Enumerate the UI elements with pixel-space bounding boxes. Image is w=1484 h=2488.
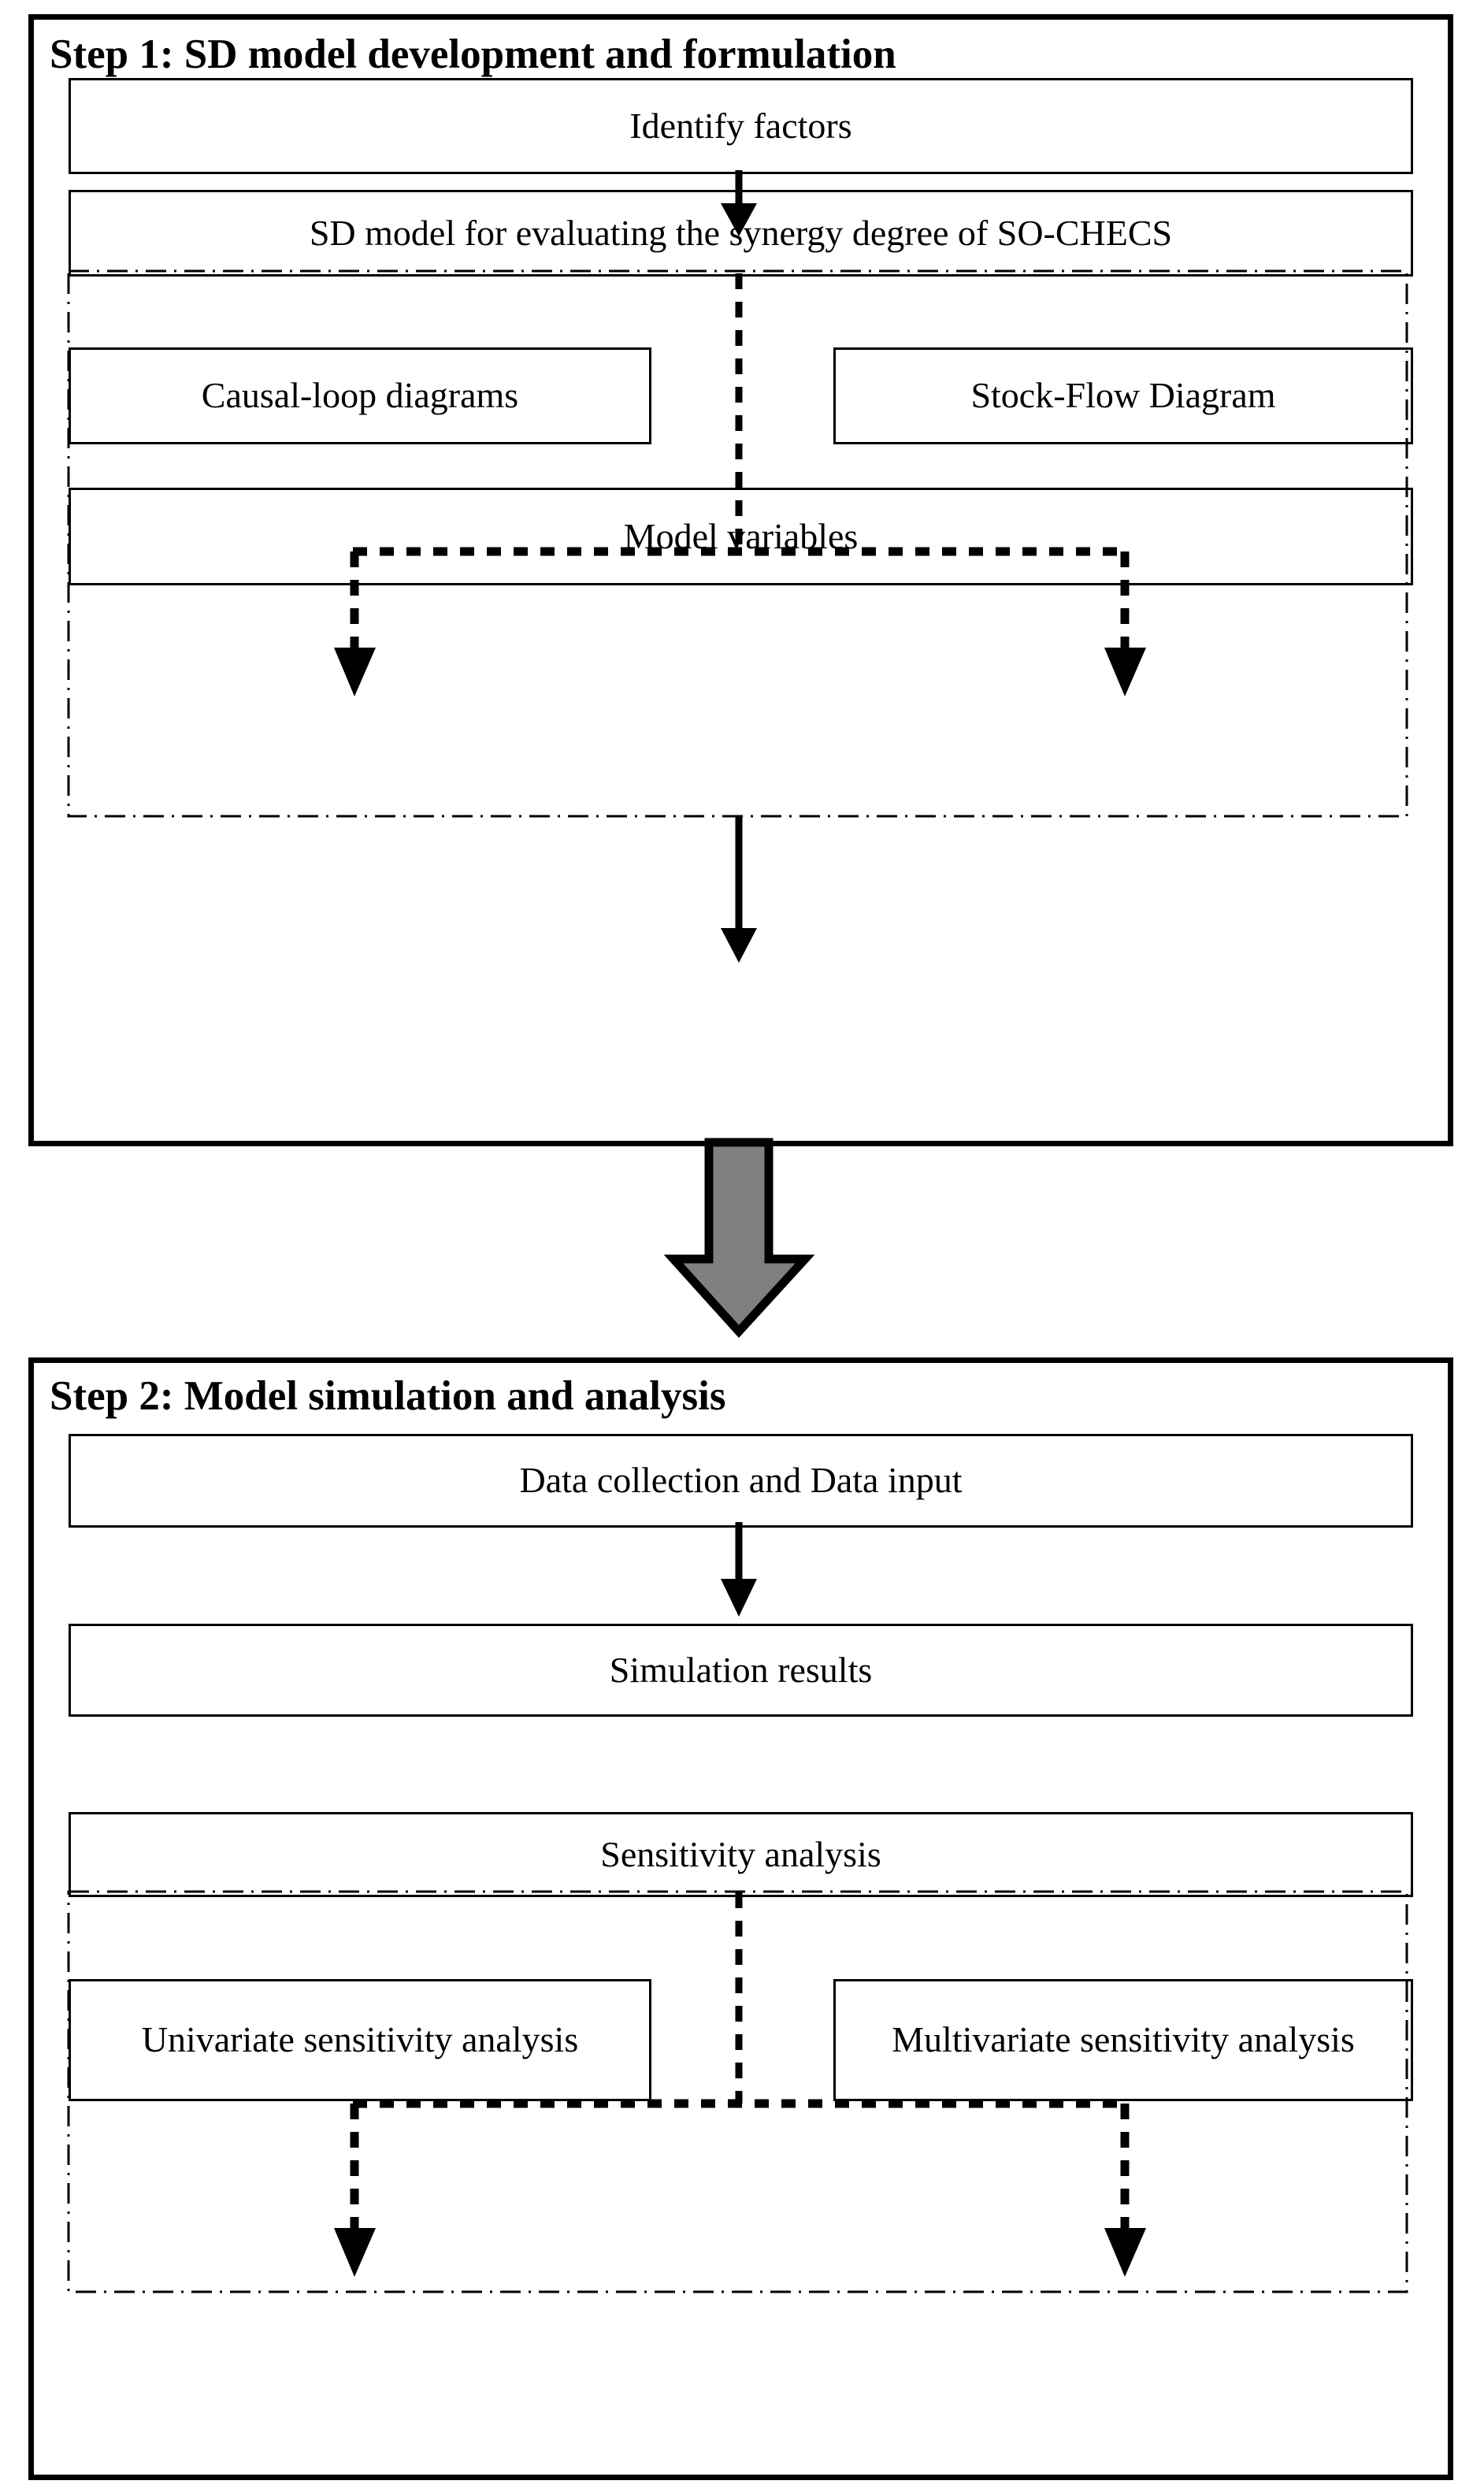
step1-panel: Step 1: SD model development and formula… xyxy=(28,14,1453,1146)
box-model-variables[interactable]: Model variables xyxy=(69,488,1413,585)
box-data-collection-and-input[interactable]: Data collection and Data input xyxy=(69,1434,1413,1528)
step2-title: Step 2: Model simulation and analysis xyxy=(50,1373,726,1419)
step2-panel: Step 2: Model simulation and analysis Da… xyxy=(28,1357,1453,2480)
step1-title: Step 1: SD model development and formula… xyxy=(50,32,896,77)
box-sd-model[interactable]: SD model for evaluating the synergy degr… xyxy=(69,190,1413,277)
box-sensitivity-analysis[interactable]: Sensitivity analysis xyxy=(69,1812,1413,1897)
box-univariate-sensitivity-analysis[interactable]: Univariate sensitivity analysis xyxy=(69,1979,651,2101)
box-causal-loop-diagrams[interactable]: Causal-loop diagrams xyxy=(69,347,651,444)
box-simulation-results[interactable]: Simulation results xyxy=(69,1624,1413,1717)
box-multivariate-sensitivity-analysis[interactable]: Multivariate sensitivity analysis xyxy=(833,1979,1413,2101)
box-identify-factors[interactable]: Identify factors xyxy=(69,78,1413,174)
step-transition-block-arrow xyxy=(663,1138,815,1339)
box-stock-flow-diagram[interactable]: Stock-Flow Diagram xyxy=(833,347,1413,444)
